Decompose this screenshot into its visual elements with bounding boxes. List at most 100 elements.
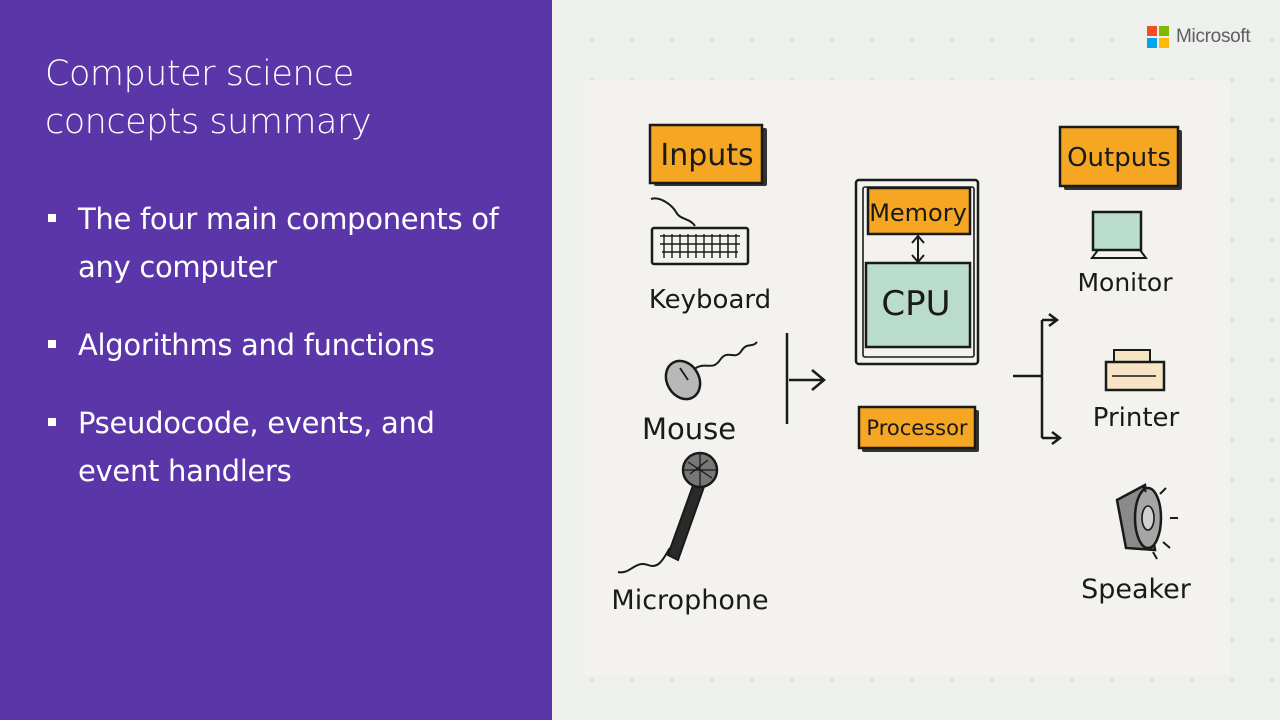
- plus-mark: [869, 37, 875, 43]
- bullet-item: Pseudocode, events, and event handlers: [45, 399, 515, 495]
- printer-icon: [1104, 349, 1166, 392]
- plus-mark: [1229, 557, 1235, 563]
- plus-mark: [1229, 637, 1235, 643]
- bullet-text: Pseudocode, events, and event handlers: [78, 406, 435, 488]
- plus-mark: [1269, 197, 1275, 203]
- bullet-text: Algorithms and functions: [78, 328, 435, 362]
- plus-mark: [1269, 77, 1275, 83]
- bullet-square-icon: [48, 340, 56, 348]
- plus-mark: [949, 677, 955, 683]
- plus-mark: [1269, 677, 1275, 683]
- plus-mark: [1229, 317, 1235, 323]
- plus-mark: [949, 37, 955, 43]
- plus-mark: [909, 677, 915, 683]
- plus-mark: [1189, 37, 1195, 43]
- outputs-tag: Outputs: [1058, 125, 1182, 190]
- plus-mark: [669, 677, 675, 683]
- plus-mark: [1269, 317, 1275, 323]
- plus-mark: [1269, 557, 1275, 563]
- plus-mark: [589, 37, 595, 43]
- plus-mark: [1269, 597, 1275, 603]
- plus-mark: [1269, 237, 1275, 243]
- monitor-icon: [1090, 210, 1148, 259]
- plus-mark: [1229, 237, 1235, 243]
- outputs-label: Outputs: [1067, 143, 1171, 173]
- speaker-label: Speaker: [1081, 574, 1192, 605]
- plus-mark: [1229, 77, 1235, 83]
- plus-mark: [1109, 37, 1115, 43]
- microphone-icon: [617, 451, 719, 574]
- plus-mark: [1269, 437, 1275, 443]
- plus-mark: [1269, 357, 1275, 363]
- memory-cpu-unit: Memory CPU: [854, 178, 980, 366]
- printer-label: Printer: [1093, 403, 1180, 433]
- plus-mark: [1269, 117, 1275, 123]
- mouse-icon: [664, 341, 758, 401]
- plus-mark: [1269, 637, 1275, 643]
- plus-mark: [709, 677, 715, 683]
- bullet-list: The four main components of any computer…: [45, 195, 515, 525]
- plus-mark: [749, 37, 755, 43]
- plus-mark: [629, 677, 635, 683]
- input-arrow: [785, 333, 826, 424]
- plus-mark: [1269, 37, 1275, 43]
- plus-mark: [1229, 397, 1235, 403]
- plus-mark: [829, 677, 835, 683]
- plus-mark: [1269, 477, 1275, 483]
- plus-mark: [1069, 37, 1075, 43]
- plus-mark: [1229, 517, 1235, 523]
- microsoft-logo-icon: [1147, 26, 1169, 48]
- microphone-label: Microphone: [611, 585, 768, 616]
- plus-mark: [1229, 197, 1235, 203]
- bullet-square-icon: [48, 418, 56, 426]
- plus-mark: [1269, 157, 1275, 163]
- plus-mark: [1229, 37, 1235, 43]
- plus-mark: [1069, 677, 1075, 683]
- plus-mark: [1229, 677, 1235, 683]
- plus-mark: [989, 37, 995, 43]
- inputs-label: Inputs: [660, 138, 753, 173]
- plus-mark: [1029, 677, 1035, 683]
- monitor-label: Monitor: [1077, 268, 1173, 297]
- plus-mark: [709, 37, 715, 43]
- keyboard-icon: [650, 197, 750, 266]
- plus-mark: [1229, 157, 1235, 163]
- plus-mark: [669, 37, 675, 43]
- bullet-item: The four main components of any computer: [45, 195, 515, 291]
- keyboard-label: Keyboard: [649, 285, 771, 315]
- plus-mark: [789, 37, 795, 43]
- plus-mark: [1229, 117, 1235, 123]
- speaker-icon: [1115, 483, 1178, 560]
- processor-tag: Processor: [857, 405, 979, 452]
- plus-mark: [1109, 677, 1115, 683]
- plus-mark: [1149, 677, 1155, 683]
- mouse-label: Mouse: [642, 412, 736, 446]
- plus-mark: [1229, 357, 1235, 363]
- plus-mark: [749, 677, 755, 683]
- plus-mark: [1229, 277, 1235, 283]
- output-arrow: [1013, 313, 1063, 445]
- plus-mark: [909, 37, 915, 43]
- processor-label: Processor: [866, 416, 968, 440]
- inputs-tag: Inputs: [648, 123, 767, 186]
- plus-mark: [589, 677, 595, 683]
- plus-mark: [829, 37, 835, 43]
- plus-mark: [1029, 37, 1035, 43]
- plus-mark: [1269, 277, 1275, 283]
- plus-mark: [1229, 597, 1235, 603]
- plus-mark: [1189, 677, 1195, 683]
- bullet-square-icon: [48, 214, 56, 222]
- plus-mark: [1269, 397, 1275, 403]
- slide-title: Computer science concepts summary: [45, 54, 372, 142]
- plus-mark: [989, 677, 995, 683]
- computer-components-diagram: Inputs Outputs Keyboard Mouse: [585, 80, 1230, 675]
- plus-mark: [1229, 437, 1235, 443]
- microsoft-logo: Microsoft: [1147, 26, 1251, 48]
- plus-mark: [1269, 517, 1275, 523]
- plus-mark: [789, 677, 795, 683]
- bullet-item: Algorithms and functions: [45, 321, 515, 369]
- plus-mark: [1229, 477, 1235, 483]
- slide-text-panel: Computer science concepts summary The fo…: [0, 0, 552, 720]
- microsoft-logo-text: Microsoft: [1176, 26, 1251, 47]
- bullet-text: The four main components of any computer: [78, 202, 499, 284]
